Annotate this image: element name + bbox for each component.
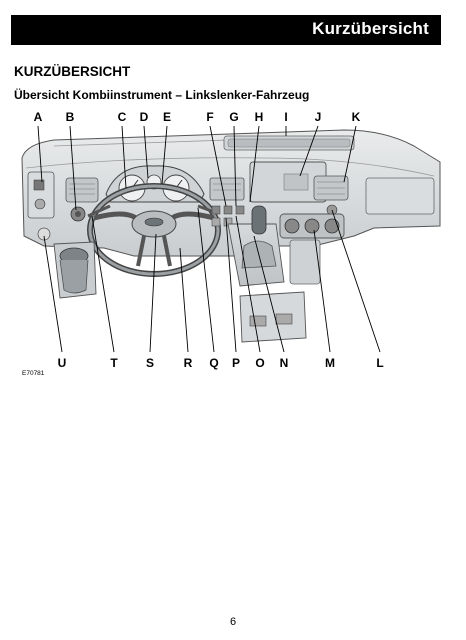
callout-label-g: G <box>229 110 239 124</box>
page-number: 6 <box>229 616 237 628</box>
audio-unit <box>249 161 327 203</box>
callout-label-c: C <box>117 110 127 124</box>
header-bar: Kurzübersicht <box>11 15 441 45</box>
callout-label-u: U <box>57 356 67 370</box>
header-title: Kurzübersicht <box>312 19 429 38</box>
dashboard-illustration <box>21 125 441 353</box>
callout-label-i: I <box>284 110 288 124</box>
right-air-vent <box>313 175 435 216</box>
heater-controls <box>279 213 345 239</box>
callout-label-h: H <box>254 110 264 124</box>
callout-label-r: R <box>183 356 193 370</box>
section-title: KURZÜBERSICHT <box>14 64 131 79</box>
callout-label-b: B <box>65 110 75 124</box>
centre-console <box>227 205 321 343</box>
callout-label-t: T <box>110 356 118 370</box>
callout-label-q: Q <box>209 356 219 370</box>
left-switch-panel <box>27 171 55 241</box>
callout-label-n: N <box>279 356 289 370</box>
callout-label-d: D <box>139 110 149 124</box>
callout-label-o: O <box>255 356 265 370</box>
callout-lines-bottom <box>43 207 381 353</box>
callout-label-s: S <box>145 356 154 370</box>
subtitle: Übersicht Kombiinstrument – Linkslenker-… <box>14 88 310 102</box>
callout-label-p: P <box>231 356 240 370</box>
figure-code: E70781 <box>22 370 45 377</box>
callout-label-f: F <box>206 110 214 124</box>
callout-label-j: J <box>314 110 322 124</box>
callout-label-k: K <box>351 110 361 124</box>
callout-label-a: A <box>33 110 43 124</box>
callout-label-m: M <box>325 356 335 370</box>
callout-lines-top <box>37 125 357 211</box>
callout-label-l: L <box>376 356 384 370</box>
left-storage <box>53 241 97 299</box>
callout-label-e: E <box>162 110 171 124</box>
